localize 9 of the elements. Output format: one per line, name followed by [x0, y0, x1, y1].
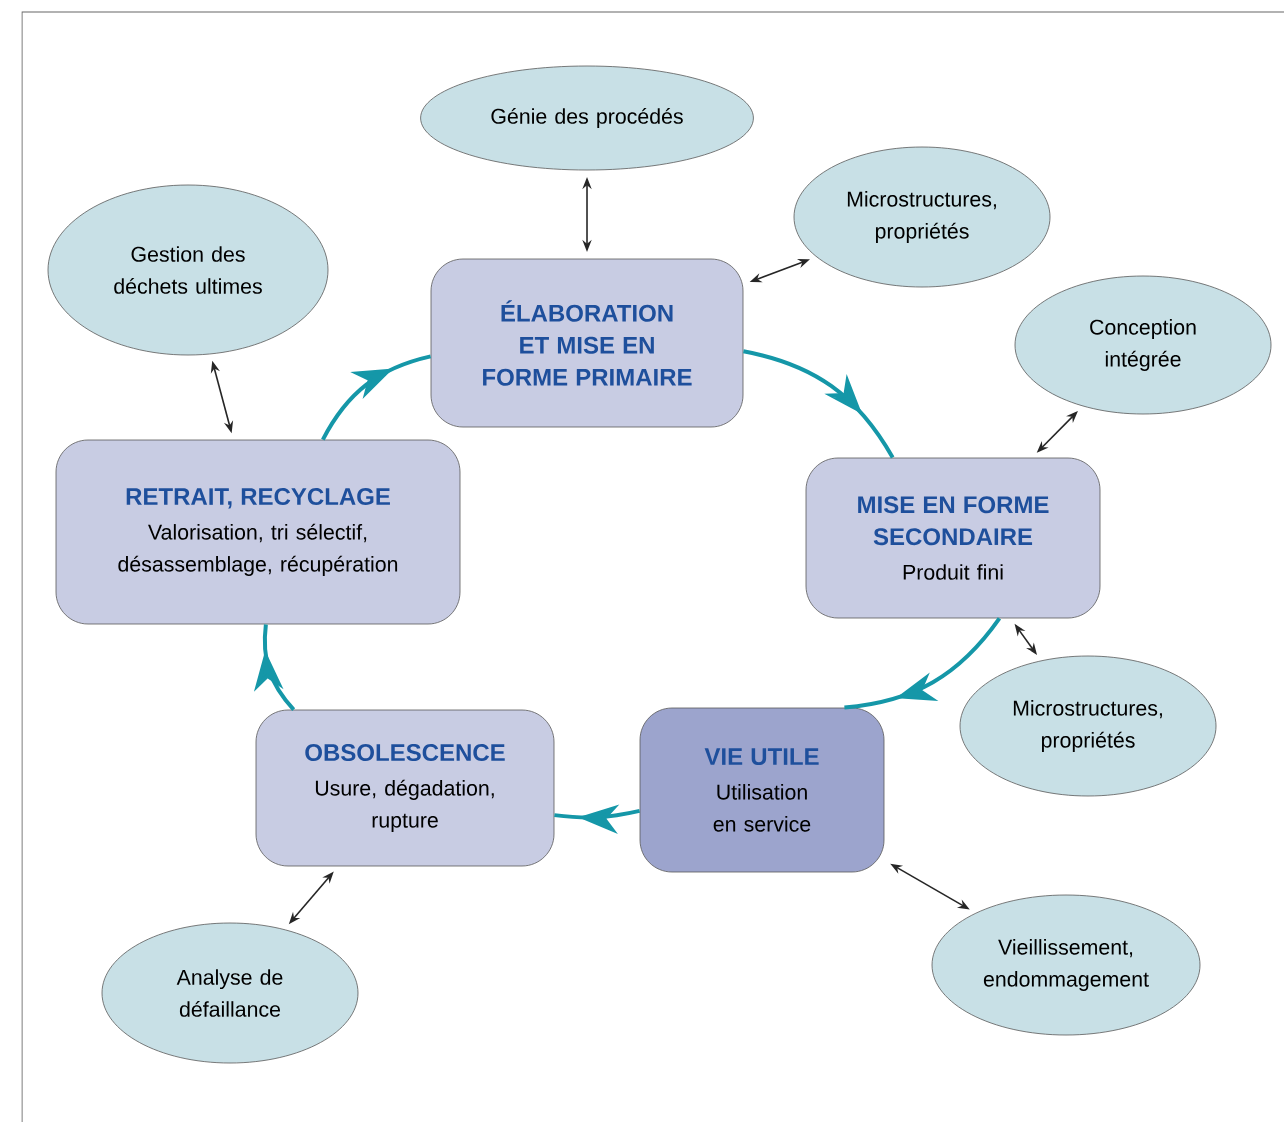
cycle-arrow [743, 349, 895, 459]
stage-box: OBSOLESCENCE Usure, dégadation, rupture [255, 709, 555, 867]
stage-box: ÉLABORATION ET MISE EN FORME PRIMAIRE [430, 258, 744, 428]
stage-box: RETRAIT, RECYCLAGE Valorisation, tri sélectif, désassemblage, récupération [55, 439, 461, 625]
cycle-arrow [844, 617, 1002, 710]
stage-box: MISE EN FORME SECONDAIRE Produit fini [805, 457, 1101, 619]
cycle-arrow [253, 624, 296, 711]
stage-box: VIE UTILE Utilisation en service [639, 707, 885, 873]
cycle-arrow [321, 354, 432, 441]
